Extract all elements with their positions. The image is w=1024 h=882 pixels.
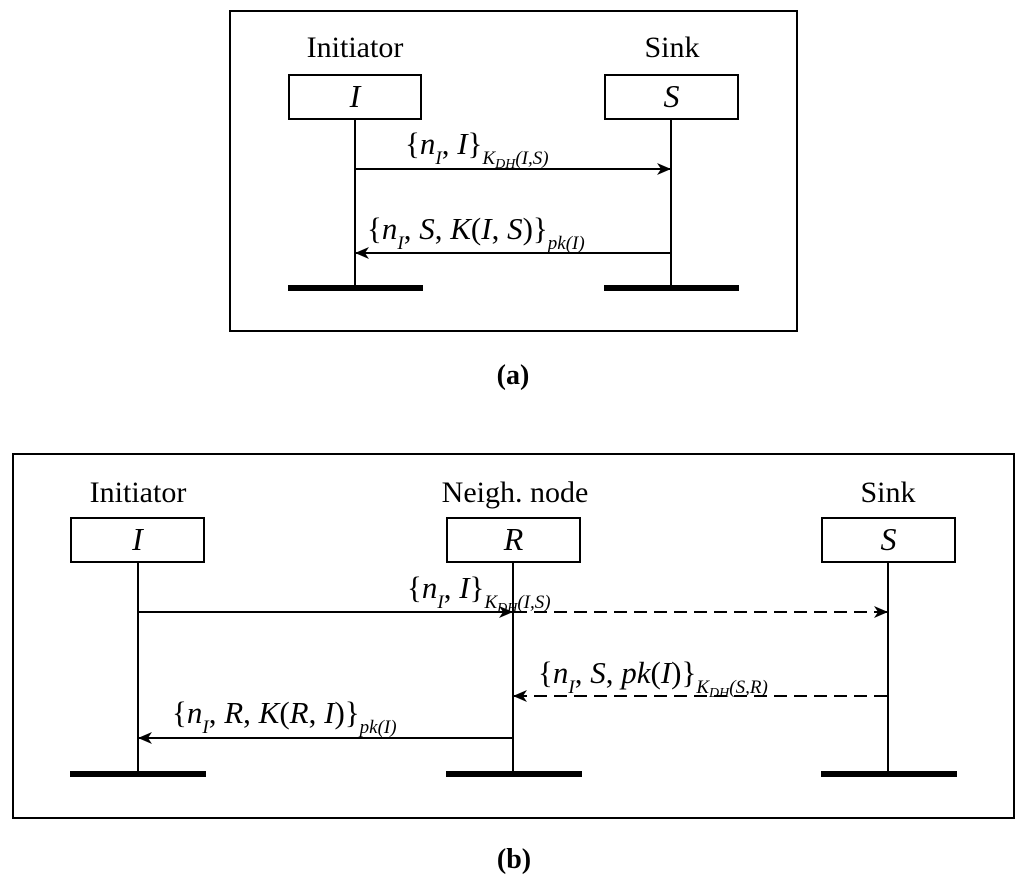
diagram-b-message-3-label: {nI, S, pk(I)}KDH(S,R) xyxy=(538,655,768,701)
diagram-a-actor-sink-label: Sink xyxy=(644,31,700,64)
diagram-b-actor-neighbor-symbol: R xyxy=(503,521,524,557)
diagram-b-terminator-neighbor xyxy=(446,771,582,777)
diagram-b-terminator-sink xyxy=(821,771,957,777)
diagram-a-actor-sink-box: S xyxy=(604,74,739,120)
diagram-b-actor-sink-symbol: S xyxy=(880,521,897,557)
diagram-b-lifeline-sink xyxy=(887,563,889,774)
diagram-b-actor-initiator-label: Initiator xyxy=(89,476,187,509)
diagram-b-actor-neighbor-box: R xyxy=(446,517,581,563)
diagram-b-caption: (b) xyxy=(496,844,532,875)
diagram-a-message-1-label: {nI, I}KDH(I,S) xyxy=(405,126,549,172)
diagram-b-message-1-label: {nI, I}KDH(I,S) xyxy=(407,570,551,616)
diagram-a-terminator-initiator xyxy=(288,285,423,291)
diagram-a-message-2-label: {nI, S, K(I, S)}pk(I) xyxy=(367,211,585,254)
diagram-b-message-4-label: {nI, R, K(R, I)}pk(I) xyxy=(172,695,397,738)
diagram-a-actor-sink-symbol: S xyxy=(663,78,680,114)
diagram-b-actor-initiator-symbol: I xyxy=(132,521,143,557)
diagram-b-actor-sink-label: Sink xyxy=(860,476,916,509)
diagram-b-lifeline-neighbor xyxy=(512,563,514,774)
diagram-a-lifeline-initiator xyxy=(354,120,356,288)
diagram-b-actor-initiator-box: I xyxy=(70,517,205,563)
diagram-b-actor-neighbor-label: Neigh. node xyxy=(441,476,589,509)
diagram-a-actor-initiator-box: I xyxy=(288,74,422,120)
diagram-a-frame xyxy=(229,10,798,332)
diagram-b-terminator-initiator xyxy=(70,771,206,777)
diagram-a-lifeline-sink xyxy=(670,120,672,288)
diagram-b-frame xyxy=(12,453,1015,819)
diagram-a-actor-initiator-label: Initiator xyxy=(306,31,404,64)
diagram-a-actor-initiator-symbol: I xyxy=(349,78,361,114)
diagram-b-lifeline-initiator xyxy=(137,563,139,774)
diagram-a-terminator-sink xyxy=(604,285,739,291)
diagram-a-caption: (a) xyxy=(496,360,530,391)
diagram-b-actor-sink-box: S xyxy=(821,517,956,563)
